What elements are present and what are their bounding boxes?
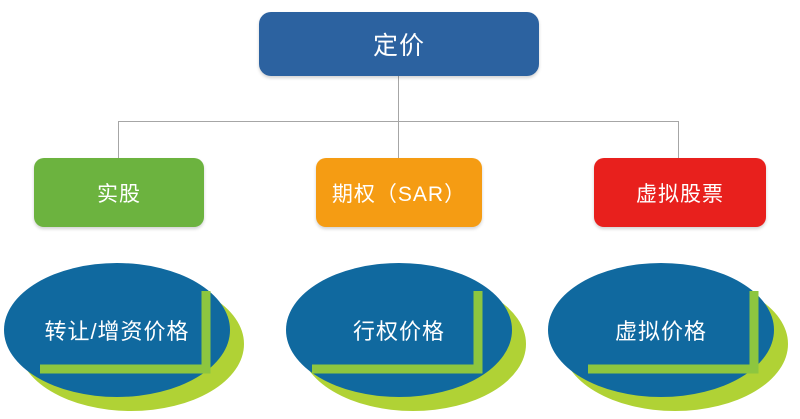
connector-drop-left [118, 121, 119, 159]
ellipse-label-wrap: 行权价格 [284, 261, 514, 399]
corner-bracket-icon [588, 291, 759, 374]
connector-drop-center [398, 121, 399, 159]
ellipse-exercise-price-label: 行权价格 [352, 319, 445, 344]
node-virtual-stock-label: 虚拟股票 [636, 182, 724, 206]
node-pricing-root-label: 定价 [372, 32, 425, 60]
node-real-stock-label: 实股 [97, 182, 141, 206]
node-option-sar: 期权（SAR） [316, 158, 482, 227]
corner-bracket-icon [312, 291, 483, 374]
node-option-sar-label: 期权（SAR） [331, 182, 467, 206]
ellipse-fill [4, 263, 230, 397]
node-real-stock: 实股 [34, 158, 204, 227]
ellipse-exercise-price: 行权价格 [284, 261, 530, 417]
ellipse-virtual-price: 虚拟价格 [546, 261, 792, 417]
connector-drop-right [678, 121, 679, 159]
node-pricing-root: 定价 [259, 12, 539, 76]
ellipse-fill [548, 263, 774, 397]
corner-bracket-icon [40, 291, 211, 374]
ellipse-virtual-price-label: 虚拟价格 [614, 319, 707, 344]
connector-root-stem [398, 76, 399, 121]
ellipse-label-wrap: 转让/增资价格 [2, 261, 232, 399]
ellipse-label-wrap: 虚拟价格 [546, 261, 776, 399]
node-virtual-stock: 虚拟股票 [594, 158, 766, 227]
ellipse-transfer-capital-increase-price-label: 转让/增资价格 [44, 319, 190, 344]
ellipse-transfer-capital-increase-price: 转让/增资价格 [2, 261, 248, 417]
